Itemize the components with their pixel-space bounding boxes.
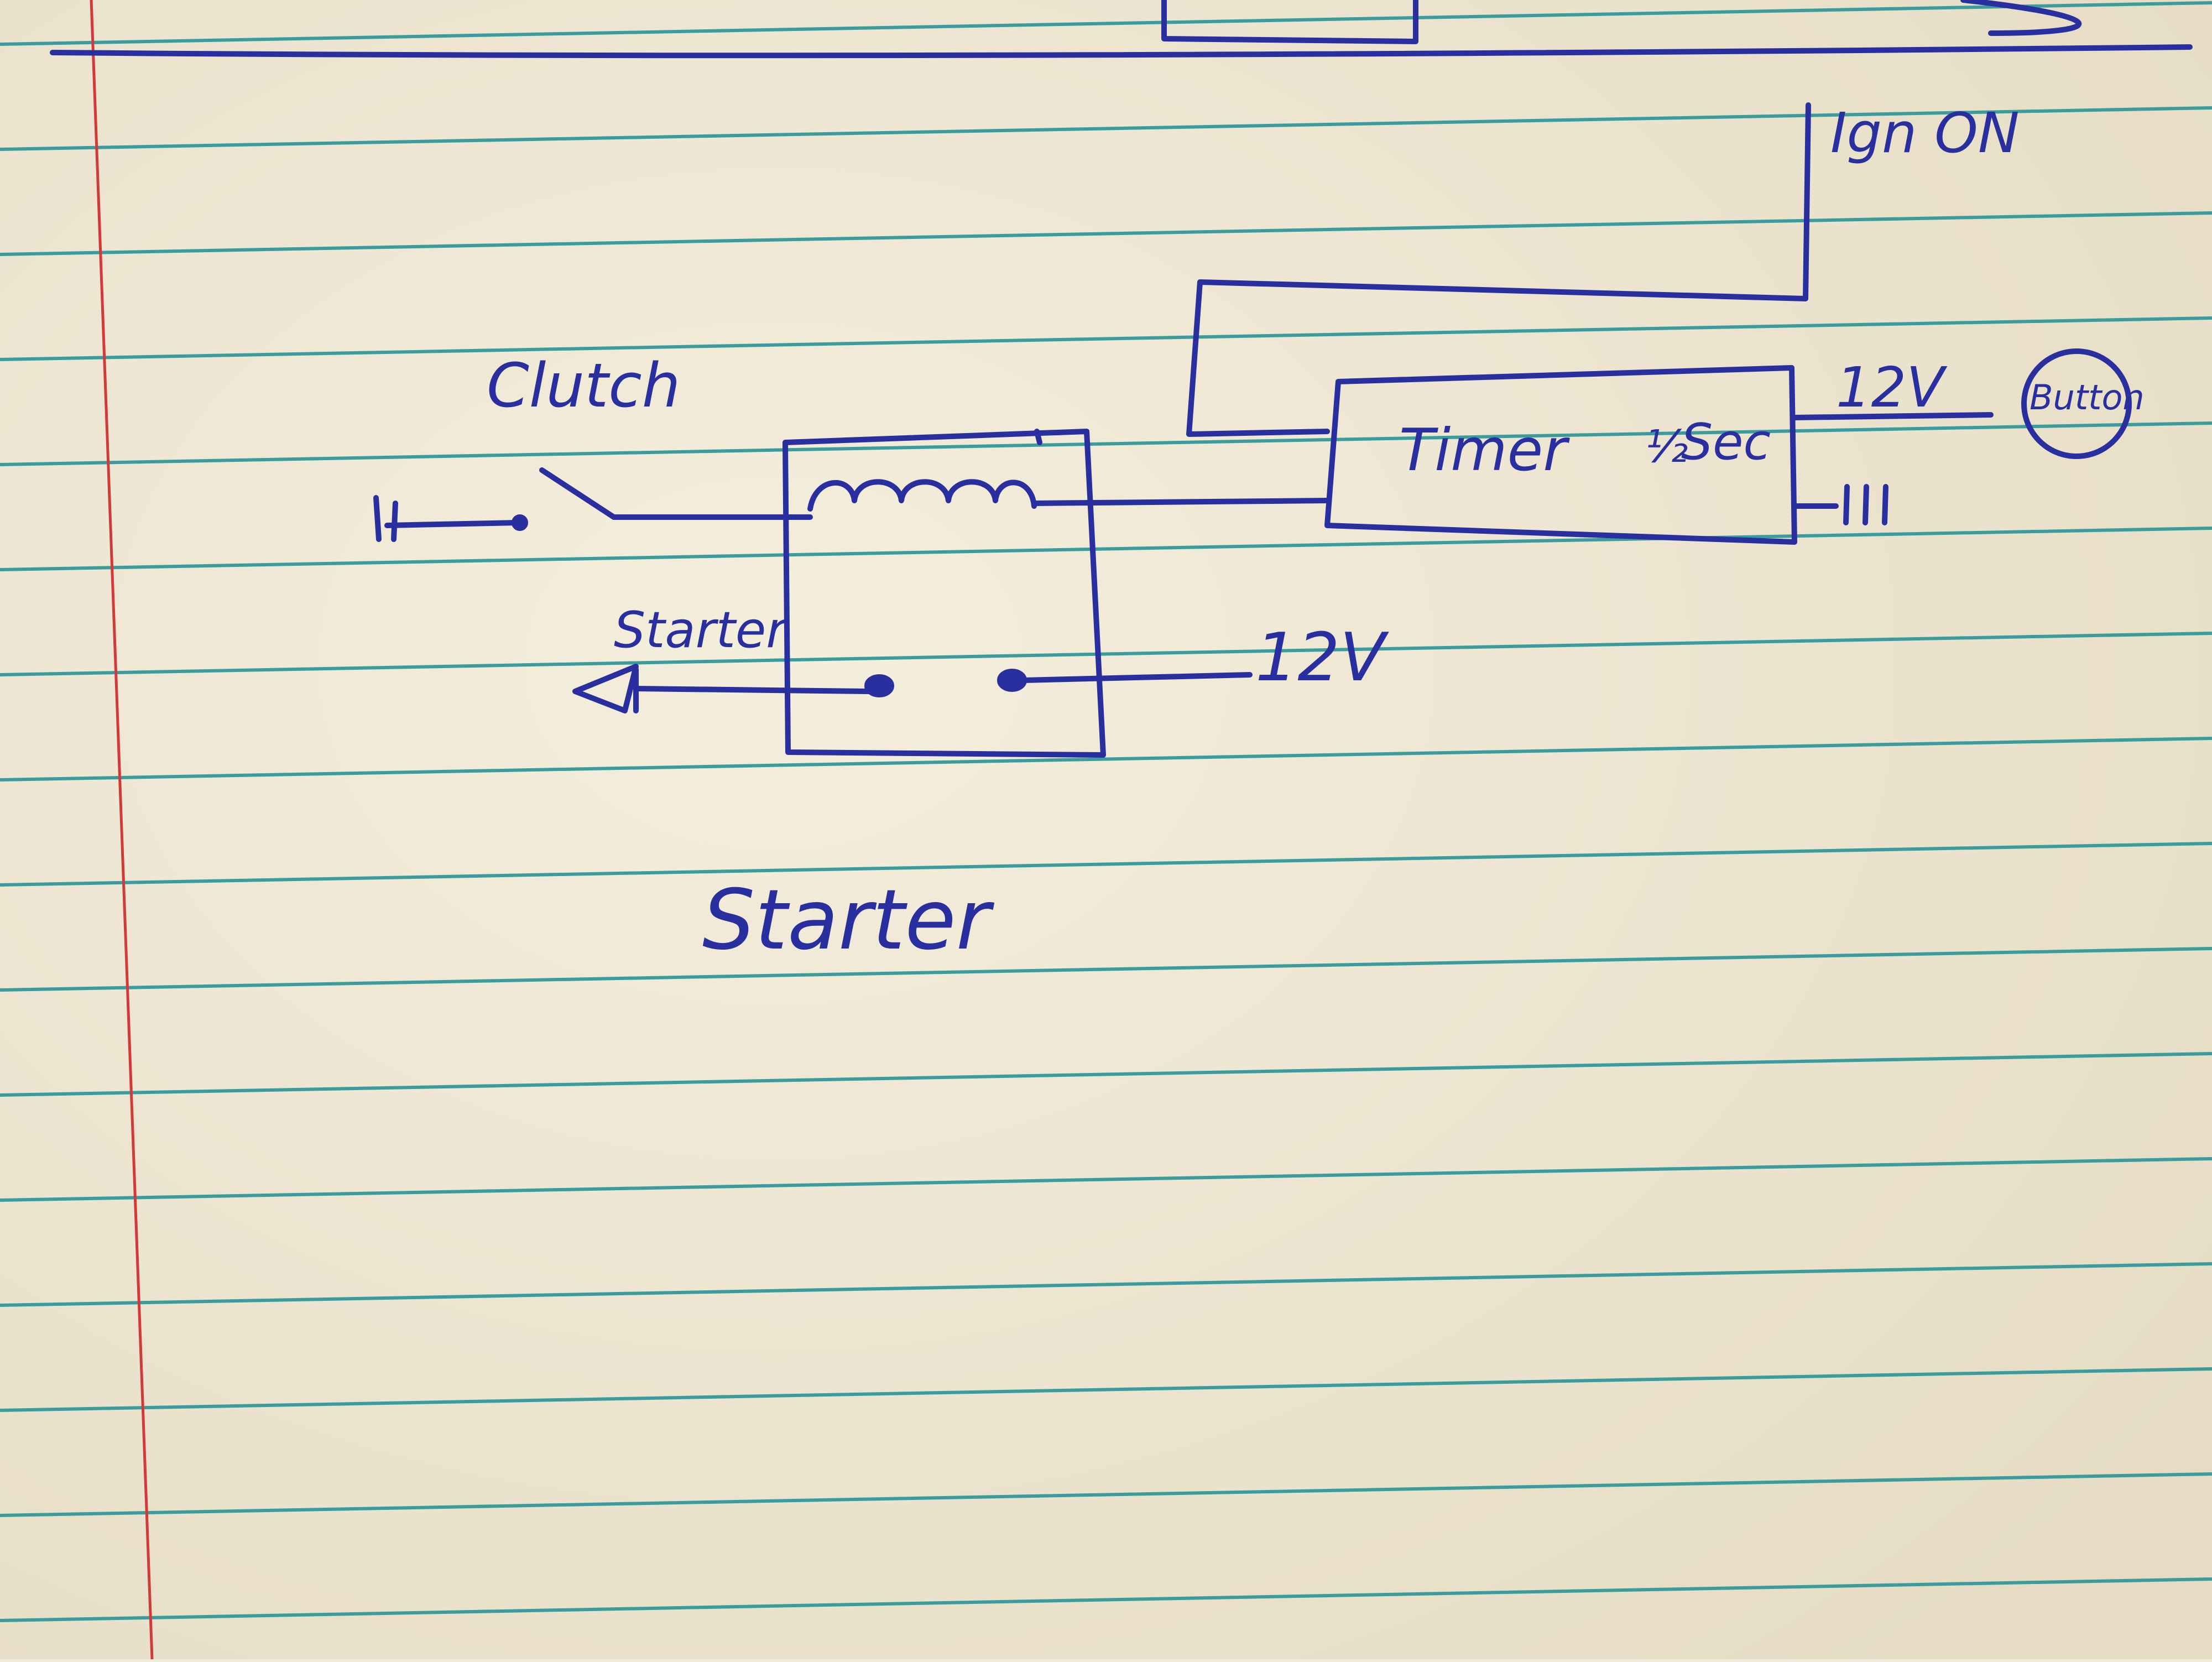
timer-12v-label: 12V [1836, 355, 1948, 420]
ruled-line [0, 1577, 2212, 1622]
relay-box-top-edge [1034, 429, 1042, 445]
ruled-line [0, 632, 2212, 676]
starter-wire [633, 686, 871, 694]
timer-ground-ticks [1843, 484, 1888, 525]
ruled-line [0, 947, 2212, 992]
coil-to-timer-wire [1031, 498, 1330, 506]
ruled-line [0, 1, 2212, 46]
timer-sec-label: Sec [1681, 413, 1771, 471]
ruled-lines [0, 1, 2212, 1622]
timer-label: Timer [1399, 416, 1570, 484]
timer-half-label: ½ [1645, 421, 1688, 472]
margin-line [90, 0, 154, 1660]
button-circle [2021, 348, 2132, 459]
starter-caption: Starter [702, 872, 995, 968]
ruled-line [0, 1052, 2212, 1097]
timer-box [1324, 365, 1797, 545]
ruled-line [0, 737, 2212, 781]
circuit-diagram [50, 0, 2193, 758]
timer-12v-lead [1792, 412, 1994, 420]
relay-box [782, 429, 1106, 758]
starter-arrow-icon [572, 664, 639, 713]
ruled-line [0, 316, 2212, 361]
ruled-line [0, 527, 2212, 571]
ign-on-wire [1186, 102, 1811, 437]
top-sketch-box [1161, 0, 1418, 44]
top-sketch-curve [1960, 0, 2082, 36]
relay-contact-left [864, 674, 894, 697]
ruled-line [0, 1367, 2212, 1412]
button-label: Button [2030, 377, 2145, 418]
clutch-ground-symbol [373, 495, 398, 542]
ruled-line [0, 106, 2212, 151]
clutch-contact [512, 514, 528, 531]
clutch-wire-left [384, 520, 520, 528]
relay-coil [807, 479, 1037, 512]
clutch-switch-arm [539, 467, 617, 520]
ruled-line [0, 842, 2212, 887]
ruled-line [0, 1472, 2212, 1517]
relay-12v-wire [1020, 672, 1253, 683]
starter-wire-label: Starter [614, 601, 789, 659]
ruled-line [0, 211, 2212, 256]
ruled-line [0, 1157, 2212, 1202]
top-sketch-line [50, 44, 2193, 59]
ign-on-label: Ign ON [1830, 101, 2020, 165]
relay-12v-label: 12V [1255, 619, 1390, 696]
ruled-line [0, 1262, 2212, 1307]
clutch-label: Clutch [487, 350, 680, 421]
ruled-line [0, 421, 2212, 466]
